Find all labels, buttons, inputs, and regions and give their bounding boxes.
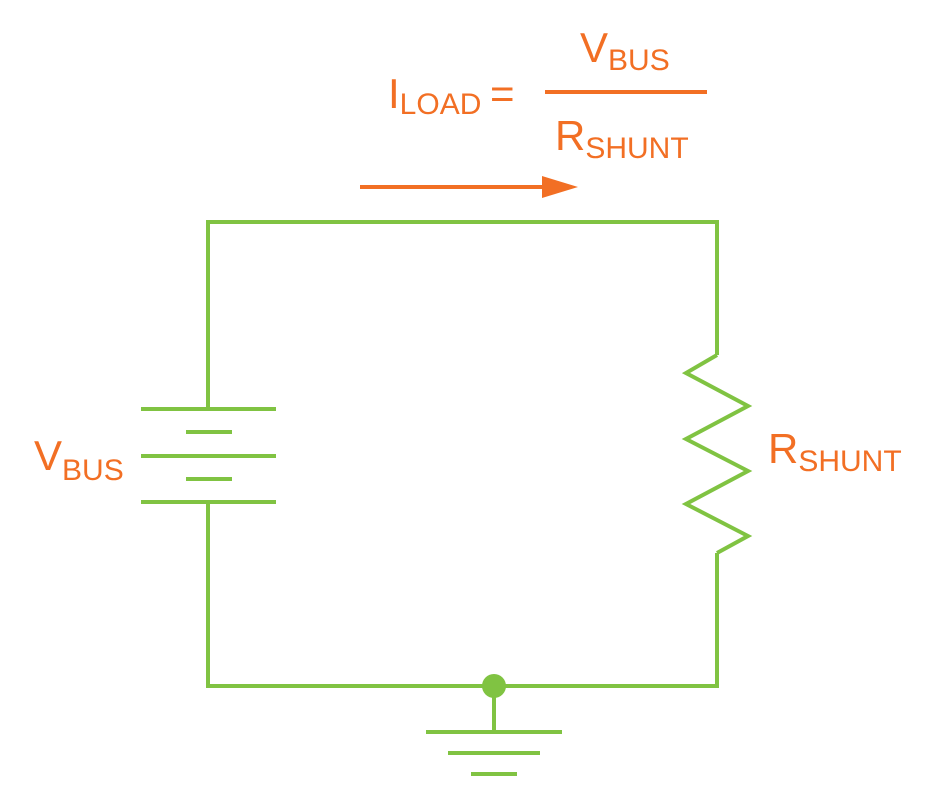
resistor-icon <box>681 353 753 555</box>
resistor-label-sub: SHUNT <box>798 445 901 478</box>
formula-numerator-sub: BUS <box>608 44 670 77</box>
formula-denominator-sub: SHUNT <box>585 132 688 165</box>
battery-label-sub: BUS <box>62 454 124 487</box>
resistor-label-main: R <box>768 425 798 472</box>
formula-lhs-sub: LOAD <box>400 88 482 121</box>
ground-icon <box>426 674 562 776</box>
formula-numerator: VBUS <box>580 24 670 77</box>
current-arrow-icon <box>360 176 578 198</box>
battery-label-main: V <box>34 432 62 479</box>
resistor-label: RSHUNT <box>768 425 902 478</box>
formula-denominator-main: R <box>555 112 585 159</box>
wire-top-left <box>206 220 719 407</box>
battery-label: VBUS <box>34 432 124 487</box>
wire-bottom <box>206 503 719 688</box>
formula-lhs: ILOAD <box>388 70 481 121</box>
formula-numerator-main: V <box>580 24 608 71</box>
current-formula: ILOAD = VBUS RSHUNT <box>388 24 707 165</box>
formula-denominator: RSHUNT <box>555 112 689 165</box>
formula-lhs-main: I <box>388 70 400 117</box>
formula-equals: = <box>490 70 515 117</box>
battery-icon <box>141 407 276 504</box>
